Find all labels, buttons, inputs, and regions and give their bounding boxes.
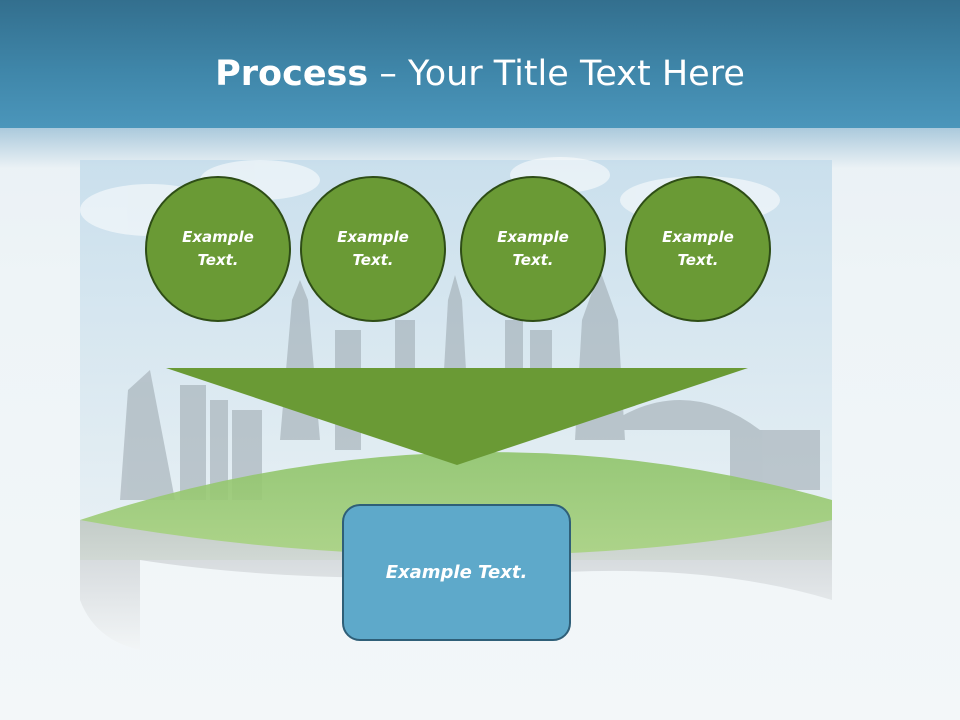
circle-label: Example Text.	[497, 228, 569, 269]
circle-label: Example Text.	[182, 228, 254, 269]
title-rest: – Your Title Text Here	[368, 54, 745, 94]
result-box[interactable]: Example Text.	[342, 504, 571, 641]
circle-label: Example Text.	[337, 228, 409, 269]
paper-curl	[80, 520, 832, 650]
title-bold: Process	[215, 54, 369, 94]
result-box-label: Example Text.	[385, 562, 528, 583]
page-title: Process – Your Title Text Here	[0, 52, 960, 96]
process-circle-2[interactable]: Example Text.	[300, 176, 446, 322]
process-circle-1[interactable]: Example Text.	[145, 176, 291, 322]
title-bar	[0, 0, 960, 128]
down-arrow	[166, 368, 748, 465]
process-circle-3[interactable]: Example Text.	[460, 176, 606, 322]
circle-label: Example Text.	[662, 228, 734, 269]
process-circle-4[interactable]: Example Text.	[625, 176, 771, 322]
